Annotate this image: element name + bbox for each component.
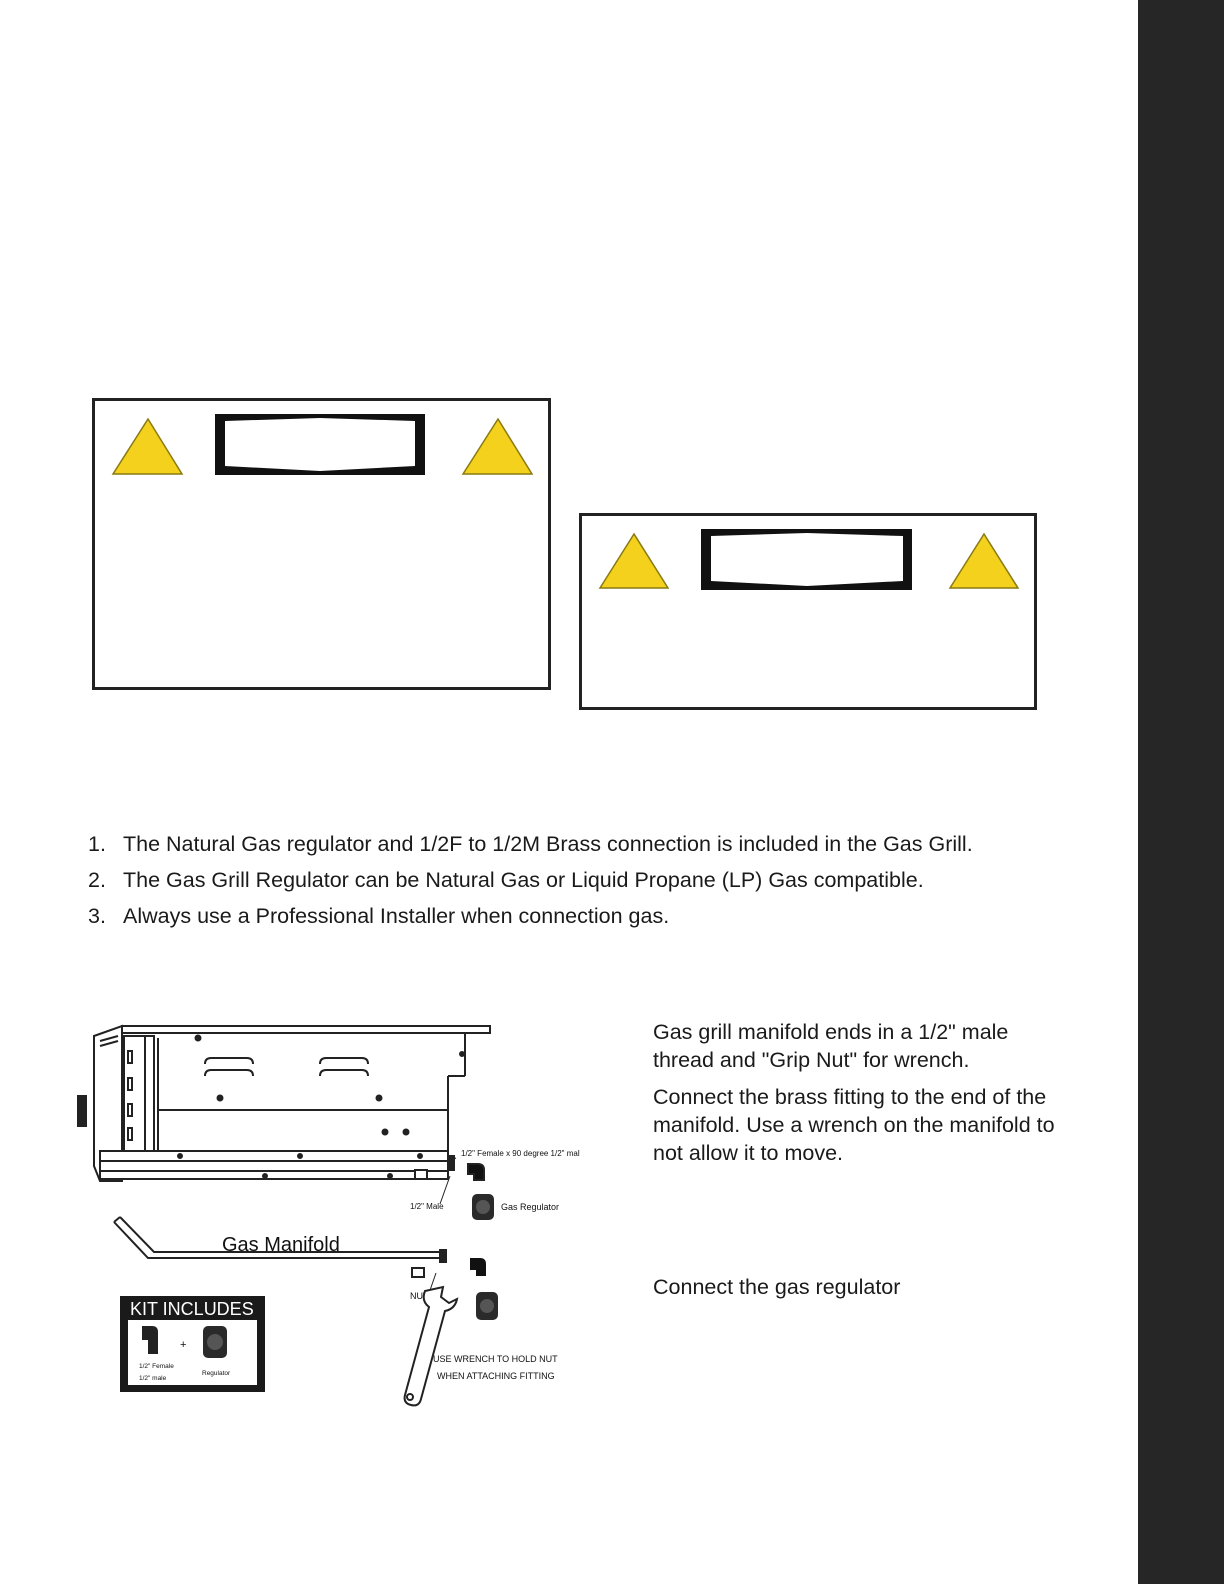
grill-side-view [77, 1024, 491, 1182]
male-label: 1/2" Male [410, 1202, 444, 1211]
description-brass-fitting: Connect the brass fitting to the end of … [653, 1085, 1055, 1165]
warning-label-badge [215, 414, 425, 475]
installation-steps: 1. The Natural Gas regulator and 1/2F to… [88, 830, 1048, 938]
step-text: The Gas Grill Regulator can be Natural G… [123, 868, 924, 892]
warning-box-right [579, 513, 1037, 710]
kit-item2: Regulator [202, 1370, 231, 1377]
nut-label: NUT [410, 1291, 429, 1301]
warning-triangle-icon [598, 532, 670, 589]
kit-title: KIT INCLUDES [130, 1299, 254, 1319]
wrench-icon [403, 1285, 459, 1407]
warning-triangle-icon [948, 532, 1020, 589]
description-manifold: Gas grill manifold ends in a 1/2" male t… [653, 1020, 1009, 1072]
step-number: 1. [88, 832, 106, 856]
regulator-label: Gas Regulator [501, 1202, 559, 1212]
description-regulator: Connect the gas regulator [653, 1275, 901, 1299]
step-number: 3. [88, 904, 106, 928]
warning-label-badge [701, 529, 912, 590]
side-bar [1138, 0, 1224, 1584]
wrench-instruction-line1: USE WRENCH TO HOLD NUT [433, 1354, 558, 1364]
gas-regulator-icon [476, 1292, 498, 1320]
list-item: 3. Always use a Professional Installer w… [88, 902, 1048, 930]
kit-includes-box: KIT INCLUDES + 1/2" Female 1/2" male Reg… [120, 1296, 265, 1392]
kit-plus: + [180, 1339, 186, 1351]
warning-triangle-icon [111, 417, 184, 475]
list-item: 1. The Natural Gas regulator and 1/2F to… [88, 830, 1048, 858]
step-text: The Natural Gas regulator and 1/2F to 1/… [123, 832, 973, 856]
gas-regulator-icon [472, 1194, 494, 1220]
list-item: 2. The Gas Grill Regulator can be Natura… [88, 866, 1048, 894]
step-text: Always use a Professional Installer when… [123, 904, 670, 928]
step-number: 2. [88, 868, 106, 892]
gas-manifold-pipe [113, 1216, 447, 1278]
wrench-instruction-line2: WHEN ATTACHING FITTING [437, 1371, 555, 1381]
kit-item1-line2: 1/2" male [139, 1375, 167, 1382]
fitting-label: 1/2" Female x 90 degree 1/2" male [461, 1149, 580, 1158]
warning-triangle-icon [461, 417, 534, 475]
warning-box-left [92, 398, 551, 690]
gas-manifold-figure: 1/2" Female x 90 degree 1/2" male 1/2" M… [70, 1016, 580, 1411]
kit-item1-line1: 1/2" Female [139, 1363, 174, 1370]
manifold-label: Gas Manifold [222, 1234, 340, 1256]
